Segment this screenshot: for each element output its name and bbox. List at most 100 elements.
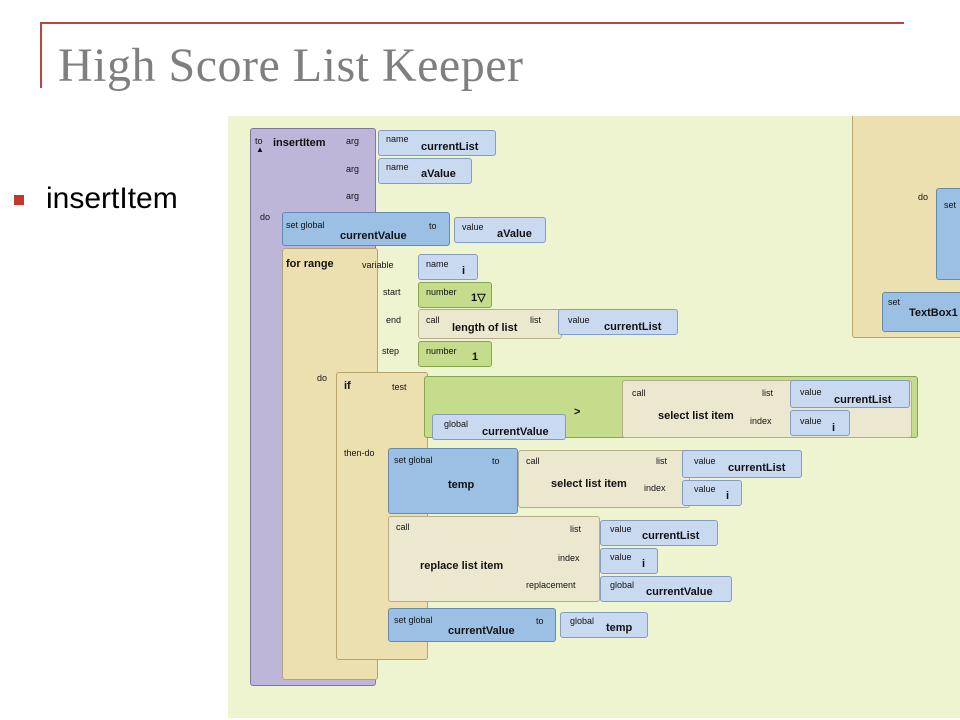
arg-name-block-2[interactable] [378, 158, 472, 184]
start-label: start [383, 287, 401, 297]
global-label-3: global [570, 616, 595, 626]
step-number-label: number [426, 346, 457, 356]
global-currentvalue-block[interactable] [432, 414, 566, 440]
value-label-7: value [610, 552, 632, 562]
value-label-1: value [568, 315, 590, 325]
arg-label-2: arg [346, 164, 360, 174]
global-label-1: global [444, 419, 469, 429]
global-temp-text: temp [606, 622, 633, 634]
set-textbox-kw: set [888, 297, 901, 307]
secondary-do-label: do [918, 192, 929, 202]
replace-list-label: list [570, 524, 581, 534]
replace-replacement-label: replacement [526, 580, 576, 590]
set-global-to: to [429, 221, 437, 231]
value-i-text-3: i [642, 558, 646, 570]
slide-frame-left [40, 22, 42, 88]
then-do-label: then-do [344, 448, 375, 458]
end-label: end [386, 315, 402, 325]
variable-name-value: i [462, 265, 466, 277]
arg-label-1: arg [346, 136, 360, 146]
value-avalue-block[interactable] [454, 217, 546, 243]
for-range-label: for range [286, 258, 334, 270]
arg-label-3: arg [346, 191, 360, 201]
arg-name-label-1: name [386, 134, 409, 144]
value-currentlist-block-3[interactable] [682, 450, 802, 478]
bullet-text: insertItem [46, 182, 178, 215]
select-list-item-label-2: select list item [551, 478, 627, 490]
value-label-6: value [610, 524, 632, 534]
value-currentlist-text-4: currentList [642, 530, 700, 542]
set-global-temp-to: to [492, 456, 500, 466]
value-i-block-2[interactable] [682, 480, 742, 506]
value-label-5: value [694, 484, 716, 494]
select-index-label-2: index [644, 483, 666, 493]
blocks-workspace[interactable]: do set set TextBox1 to ▲ insertItem arg … [228, 116, 960, 718]
call-length-label: call [426, 315, 440, 325]
global-currentvalue-block-2[interactable] [600, 576, 732, 602]
set-global-label: set global [286, 220, 325, 230]
start-number-dropdown[interactable]: 1▽ [471, 292, 486, 304]
step-number-block[interactable] [418, 341, 492, 367]
for-do-label: do [317, 373, 328, 383]
arg-name-label-2: name [386, 162, 409, 172]
value-i-block-3[interactable] [600, 548, 658, 574]
arg-value-1: currentList [421, 141, 479, 153]
select-call-label-1: call [632, 388, 646, 398]
arg-value-2: aValue [421, 168, 456, 180]
slide-frame-top [40, 22, 904, 24]
set-global-currentvalue-block-2[interactable] [388, 608, 556, 642]
set-global-target-3: currentValue [448, 625, 515, 637]
test-label: test [392, 382, 407, 392]
global-currentvalue-text: currentValue [482, 426, 549, 438]
set-global-temp-block[interactable] [388, 448, 518, 514]
greater-than-operator[interactable]: > [574, 406, 581, 418]
set-global-current-value-block[interactable] [282, 212, 450, 246]
global-temp-block[interactable] [560, 612, 648, 638]
set-global-label-3: set global [394, 615, 433, 625]
global-currentvalue-text-2: currentValue [646, 586, 713, 598]
secondary-set-block[interactable] [936, 188, 960, 280]
call-length-block[interactable] [418, 309, 562, 339]
length-list-label: list [530, 315, 541, 325]
start-number-block[interactable] [418, 282, 492, 308]
do-label: do [260, 212, 271, 222]
procedure-name: insertItem [273, 137, 326, 149]
value-i-text-2: i [726, 490, 730, 502]
secondary-set-label: set [944, 200, 957, 210]
to-label: to [255, 136, 263, 146]
replace-list-item-block[interactable] [388, 516, 600, 602]
value-currentlist-text-3: currentList [728, 462, 786, 474]
value-currentlist-text-2: currentList [834, 394, 892, 406]
select-list-label-2: list [656, 456, 667, 466]
slide-title: High Score List Keeper [58, 39, 524, 92]
value-label-4: value [694, 456, 716, 466]
set-global-temp-label: set global [394, 455, 433, 465]
value-i-block-1[interactable] [790, 410, 850, 436]
arg-name-block-1[interactable] [378, 130, 496, 156]
set-textbox-block[interactable] [882, 292, 960, 332]
value-currentlist-block-4[interactable] [600, 520, 718, 546]
select-call-label-2: call [526, 456, 540, 466]
length-of-list-label: length of list [452, 322, 518, 334]
value-currentlist-text-1: currentList [604, 321, 662, 333]
value-currentlist-block-2[interactable] [790, 380, 910, 408]
value-currentlist-block-1[interactable] [558, 309, 678, 335]
set-global-to-3: to [536, 616, 544, 626]
collapse-toggle-icon[interactable]: ▲ [256, 145, 264, 154]
replace-call-label: call [396, 522, 410, 532]
set-global-temp-target: temp [448, 479, 475, 491]
select-list-item-label-1: select list item [658, 410, 734, 422]
variable-name-label: name [426, 259, 449, 269]
value-label-3: value [800, 416, 822, 426]
replace-list-item-label: replace list item [420, 560, 504, 572]
variable-name-block[interactable] [418, 254, 478, 280]
value-avalue-text: aValue [497, 228, 532, 240]
set-global-target: currentValue [340, 230, 407, 242]
select-list-item-block-2[interactable] [518, 450, 690, 508]
value-label-2: value [800, 387, 822, 397]
textbox-name: TextBox1 [909, 307, 958, 319]
start-number-label: number [426, 287, 457, 297]
replace-index-label: index [558, 553, 580, 563]
select-list-label-1: list [762, 388, 773, 398]
if-label: if [344, 380, 351, 392]
